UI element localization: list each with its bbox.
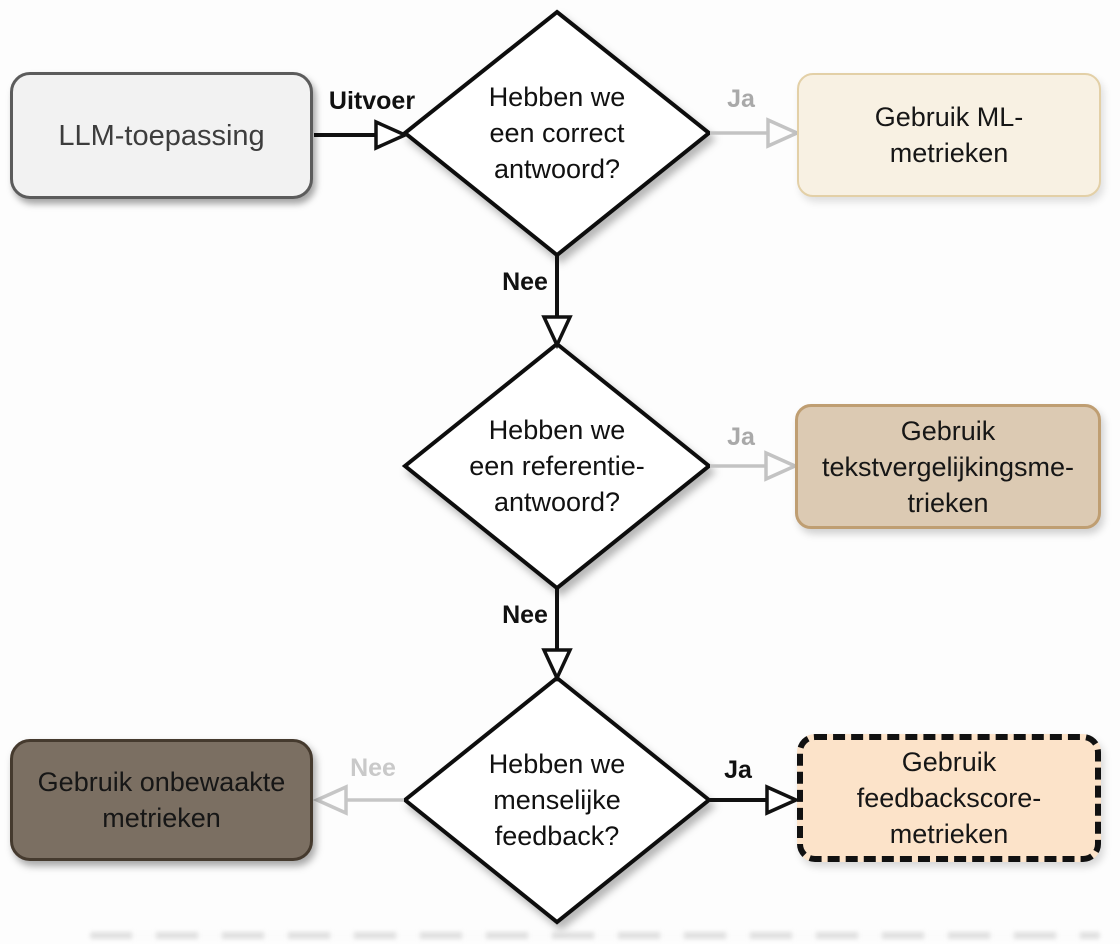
edge-label-uitvoer: Uitvoer [328, 87, 416, 115]
decision-correct-answer-shape [401, 9, 713, 258]
edge-label-nee-2: Nee [502, 601, 548, 629]
node-gebruik-onbewaakte-metrieken: Gebruik onbewaakte metrieken [10, 739, 313, 861]
edge-nee3-arrowhead [312, 784, 348, 816]
edge-uitvoer-arrowhead [374, 119, 410, 151]
decision-human-feedback-shape [401, 675, 713, 925]
decision-reference-answer-shape [401, 341, 713, 591]
node-gebruik-feedbackscore-metrieken: Gebruik feedbackscore- metrieken [797, 734, 1101, 862]
edge-nee2-arrowhead [541, 648, 573, 683]
edge-nee1-arrowhead [541, 315, 573, 350]
edge-label-ja-1: Ja [727, 85, 755, 113]
edge-ja1-arrowhead [766, 117, 802, 149]
node-gebruik-tekstvergelijkingsmetrieken: Gebruik tekstvergelijkingsme- trieken [795, 404, 1101, 529]
node-llm-toepassing: LLM-toepassing [10, 72, 313, 199]
edge-label-ja-3: Ja [724, 756, 752, 784]
edge-ja2-arrowhead [764, 450, 800, 482]
edge-label-ja-2: Ja [727, 423, 755, 451]
decision-correct-answer-label: Hebben we een correct antwoord? [488, 82, 626, 184]
node-gebruik-ml-metrieken: Gebruik ML- metrieken [797, 73, 1101, 197]
edge-label-nee-3: Nee [350, 754, 396, 782]
edge-ja3-arrowhead [765, 784, 801, 816]
bottom-crop-artifact [90, 932, 1100, 939]
decision-human-feedback-label: Hebben we menselijke feedback? [488, 749, 626, 851]
decision-reference-answer-label: Hebben we een referentie- antwoord? [469, 415, 645, 517]
edge-label-nee-1: Nee [502, 268, 548, 296]
